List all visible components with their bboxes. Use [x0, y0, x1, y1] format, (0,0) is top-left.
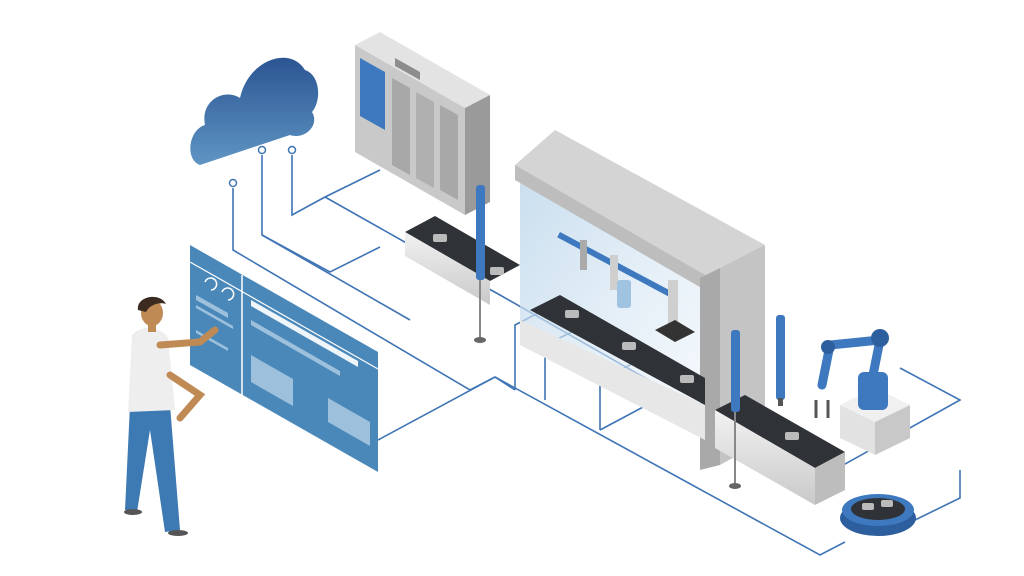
person-legs — [125, 405, 180, 532]
cabinet-door — [416, 92, 434, 188]
cabinet-top — [355, 32, 490, 108]
conveyor-end — [815, 452, 845, 505]
enclosure-frame-front — [515, 165, 705, 290]
inner-base — [520, 320, 705, 440]
robotic-cell-enclosure — [515, 130, 765, 470]
bottle — [617, 280, 631, 308]
person-arm — [156, 326, 219, 349]
belt-top — [715, 395, 845, 468]
robot-pedestal — [875, 405, 910, 455]
person-shirt — [128, 327, 175, 412]
panel-text-bar — [196, 305, 233, 329]
wire — [377, 376, 516, 441]
robot-tool — [610, 255, 618, 290]
robot-tool — [580, 240, 587, 270]
cloud-port — [257, 145, 267, 155]
cabinet-door — [440, 105, 458, 200]
person — [124, 296, 219, 536]
conveyor-right — [715, 395, 845, 505]
conveyor-left — [405, 216, 520, 305]
panel-image-block — [328, 398, 370, 446]
wire — [261, 155, 381, 273]
dashboard-panel — [189, 245, 379, 472]
sensor-pole — [729, 330, 741, 489]
sensor-pole — [776, 315, 785, 406]
workpiece — [565, 310, 579, 318]
wire — [291, 155, 381, 217]
sensor-pole — [474, 185, 486, 343]
workpiece — [622, 342, 636, 350]
workpiece — [490, 267, 504, 275]
cloud-icon — [190, 57, 319, 166]
robot-base — [858, 372, 888, 410]
gauge-icon — [221, 287, 235, 301]
cabinet-door — [392, 78, 410, 175]
press-plate — [655, 320, 695, 342]
conveyor-base — [405, 232, 490, 305]
wire — [261, 234, 411, 321]
belt-top — [405, 216, 520, 281]
robot-pedestal — [840, 405, 875, 455]
control-cabinet — [355, 32, 490, 215]
workpiece — [433, 234, 447, 242]
wire — [324, 196, 411, 246]
cabinet-screen — [360, 58, 385, 130]
person-hair — [137, 296, 166, 312]
robot-tool — [668, 280, 678, 325]
panel-search-bar — [251, 300, 358, 367]
enclosure-roof — [515, 130, 765, 280]
workpiece — [680, 375, 694, 383]
cabinet-side — [465, 95, 490, 215]
gripper — [814, 400, 830, 418]
panel-text-bar — [251, 320, 340, 376]
panel-image-block — [251, 355, 293, 406]
robot-link — [817, 334, 886, 390]
inner-belt — [530, 295, 705, 405]
panel-text-bar — [196, 295, 228, 318]
wire — [914, 470, 961, 521]
wire — [494, 376, 846, 556]
cloud-port — [228, 178, 238, 188]
workpiece — [785, 432, 799, 440]
cloud-port — [287, 145, 297, 155]
robot-arm — [814, 329, 910, 455]
conveyor-base — [715, 410, 815, 505]
gauge-icon — [204, 277, 218, 291]
cabinet-vent — [395, 58, 420, 80]
person-arm — [166, 371, 206, 422]
cloud — [190, 57, 319, 188]
parts-tray — [840, 494, 916, 536]
